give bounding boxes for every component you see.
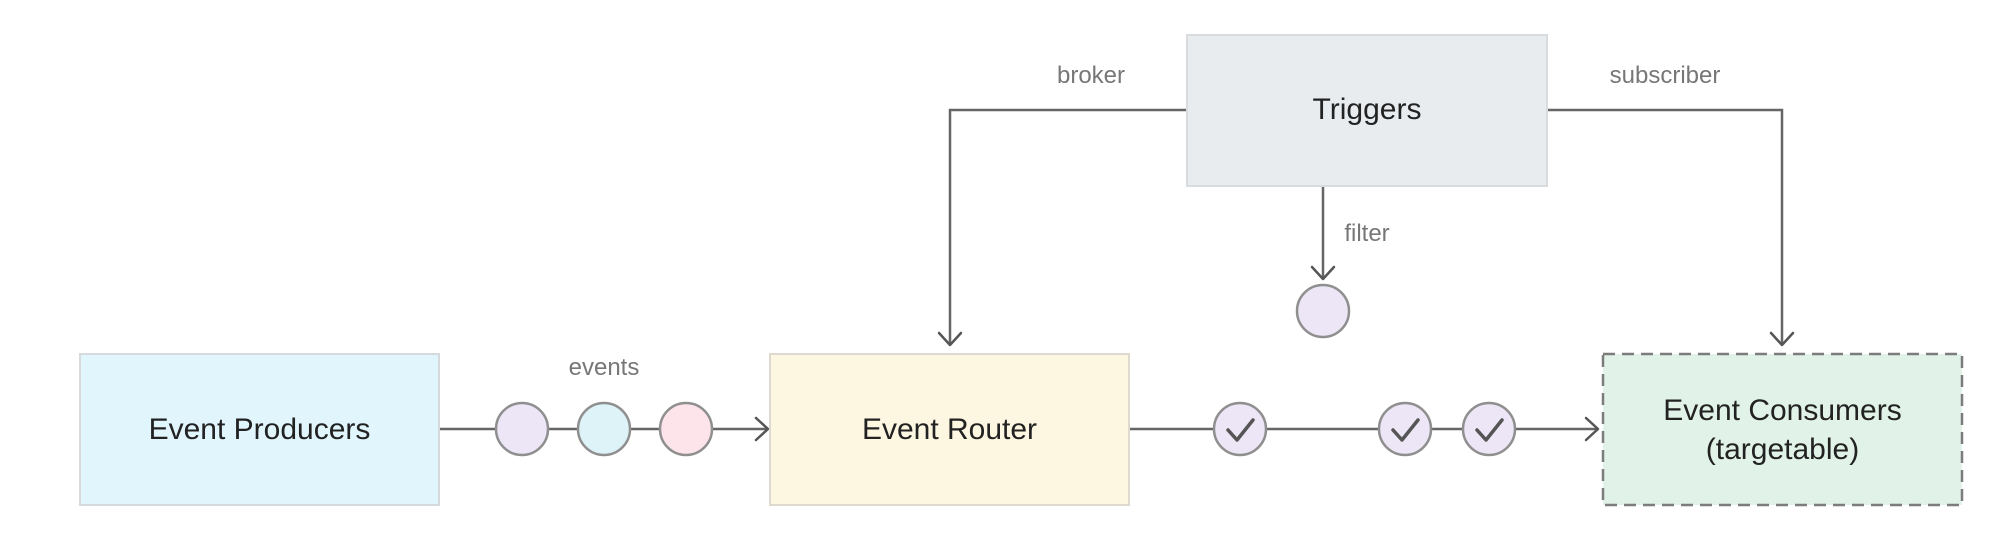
event-router-box: [769, 353, 1130, 506]
event-router-label: Event Router: [862, 413, 1037, 446]
subscriber-label: subscriber: [1610, 62, 1721, 89]
filter-label: filter: [1344, 220, 1389, 247]
subscriber-arrow-icon: [1769, 331, 1795, 347]
event-consumers-label: Event Consumers: [1663, 394, 1901, 427]
event-producers-node[interactable]: Event Producers: [79, 353, 440, 506]
event-circle-pink: [658, 401, 714, 457]
broker-label: broker: [1057, 62, 1125, 89]
check-circle-icon: [1212, 401, 1268, 457]
producers-to-router-arrow-icon: [754, 416, 770, 442]
triggers-label: Triggers: [1313, 93, 1422, 126]
event-circle-cyan: [576, 401, 632, 457]
events-label: events: [569, 354, 640, 381]
router-to-consumers-arrow-icon: [1584, 416, 1600, 442]
filter-arrow-icon: [1310, 265, 1336, 281]
event-producers-label: Event Producers: [149, 413, 371, 446]
triggers-node[interactable]: Triggers: [1186, 34, 1548, 187]
event-circle-lavender: [494, 401, 550, 457]
check-circle-icon: [1377, 401, 1433, 457]
event-consumers-sublabel: (targetable): [1706, 433, 1859, 466]
broker-line: [948, 108, 1187, 345]
check-circle-icon: [1461, 401, 1517, 457]
event-consumers-box: [1601, 352, 1964, 507]
filter-event-circle: [1295, 283, 1351, 339]
event-router-node[interactable]: Event Router: [769, 353, 1130, 506]
subscriber-line: [1547, 108, 1784, 345]
event-producers-box: [79, 353, 440, 506]
triggers-box: [1186, 34, 1548, 187]
broker-arrow-icon: [937, 331, 963, 347]
event-consumers-node[interactable]: Event Consumers (targetable): [1601, 352, 1964, 507]
